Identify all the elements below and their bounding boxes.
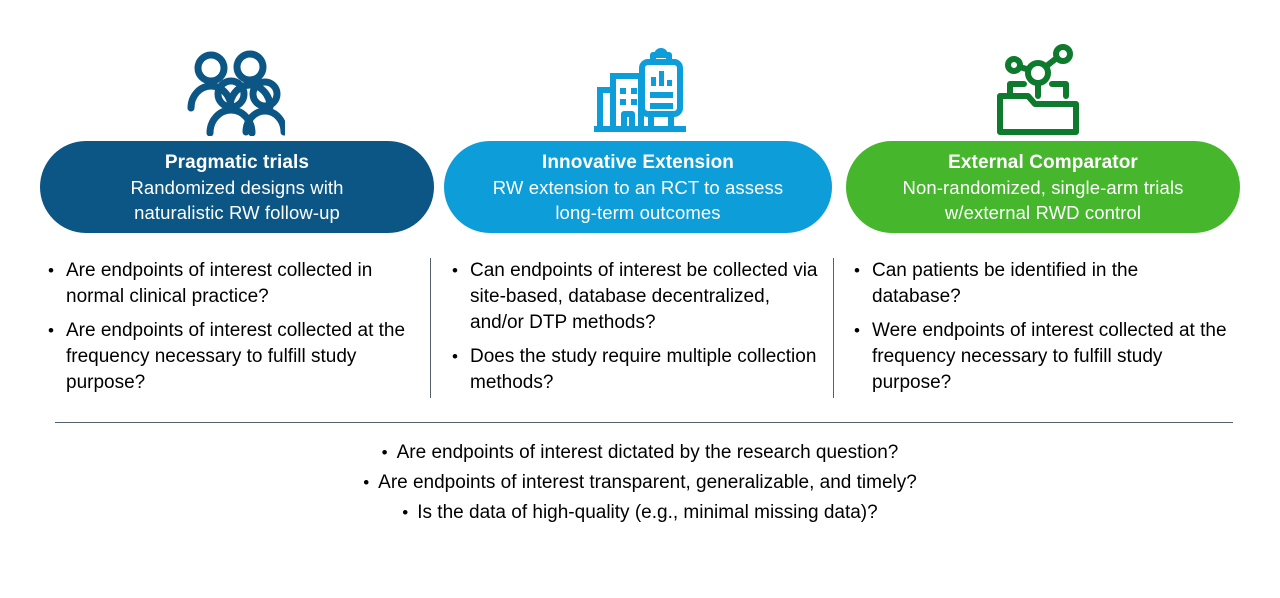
pill-pragmatic-trials[interactable]: Pragmatic trials Randomized designs with… xyxy=(40,141,434,233)
bullet-marker: • xyxy=(363,473,370,492)
list-item: Can patients be identified in the databa… xyxy=(850,258,1230,310)
pill-title: Innovative Extension xyxy=(541,151,735,173)
horizontal-divider xyxy=(55,422,1233,423)
pill-innovative-extension[interactable]: Innovative Extension RW extension to an … xyxy=(444,141,832,233)
list-item: Can endpoints of interest be collected v… xyxy=(448,258,822,336)
list-item: • Is the data of high-quality (e.g., mini… xyxy=(0,498,1280,528)
list-item: Were endpoints of interest collected at … xyxy=(850,318,1230,396)
list-item: Are endpoints of interest collected at t… xyxy=(44,318,412,396)
vertical-divider-right xyxy=(833,258,834,398)
pill-subtitle-line2: long-term outcomes xyxy=(555,201,721,223)
pill-title: Pragmatic trials xyxy=(164,151,310,173)
shared-questions-section: • Are endpoints of interest dictated by t… xyxy=(0,438,1280,528)
vertical-divider-left xyxy=(430,258,431,398)
list-item: Are endpoints of interest collected in n… xyxy=(44,258,412,310)
pill-title: External Comparator xyxy=(948,151,1138,173)
shared-bullet-text: Are endpoints of interest dictated by th… xyxy=(396,442,899,463)
pill-subtitle-line1: RW extension to an RCT to assess xyxy=(492,176,784,198)
database-folder-network-icon xyxy=(978,44,1098,136)
bullet-marker: • xyxy=(381,443,388,462)
pill-external-comparator[interactable]: External Comparator Non-randomized, sing… xyxy=(846,141,1240,233)
pill-subtitle-line2: w/external RWD control xyxy=(944,201,1142,223)
shared-bullet-text: Are endpoints of interest transparent, g… xyxy=(378,472,917,493)
hospital-clipboard-icon xyxy=(580,44,700,136)
pill-subtitle-line2: naturalistic RW follow-up xyxy=(134,201,340,223)
icon-row xyxy=(0,44,1280,136)
pill-subtitle-line1: Randomized designs with xyxy=(130,176,344,198)
list-item: • Are endpoints of interest transparent, … xyxy=(0,468,1280,498)
column-external-comparator-questions: Can patients be identified in the databa… xyxy=(850,258,1230,396)
column-pragmatic-trials-questions: Are endpoints of interest collected in n… xyxy=(44,258,412,396)
bullet-list: Can patients be identified in the databa… xyxy=(850,258,1230,396)
bullet-list: Are endpoints of interest collected in n… xyxy=(44,258,412,396)
people-group-icon xyxy=(176,44,296,136)
bullet-list: Can endpoints of interest be collected v… xyxy=(448,258,822,396)
pill-subtitle-line1: Non-randomized, single-arm trials xyxy=(902,176,1184,198)
column-innovative-extension-questions: Can endpoints of interest be collected v… xyxy=(448,258,822,396)
list-item: • Are endpoints of interest dictated by t… xyxy=(0,438,1280,468)
shared-bullet-text: Is the data of high-quality (e.g., minim… xyxy=(417,502,878,523)
bullet-marker: • xyxy=(402,503,409,522)
list-item: Does the study require multiple collecti… xyxy=(448,344,822,396)
